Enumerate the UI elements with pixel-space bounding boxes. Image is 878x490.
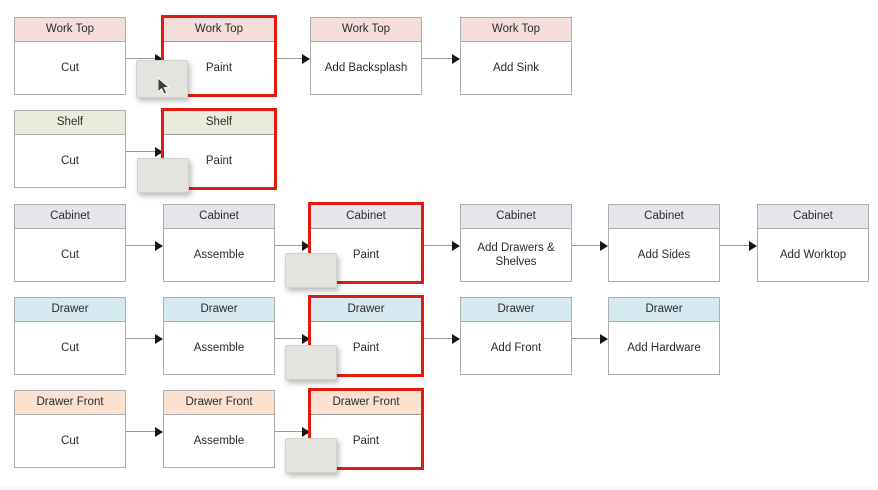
process-node-part-label: Work Top [311,18,421,42]
connector-arrow-line[interactable] [422,245,453,246]
connector-arrowhead-icon [155,147,163,157]
process-node-part-label: Drawer Front [15,391,125,415]
drag-ghost-rectangle[interactable] [285,253,337,288]
drag-ghost-rectangle[interactable] [136,60,188,98]
connector-arrowhead-icon [155,54,163,64]
connector-arrowhead-icon [600,241,608,251]
connector-arrow-line[interactable] [572,338,601,339]
connector-arrow-line[interactable] [720,245,750,246]
process-node-part-label: Drawer Front [164,391,274,415]
connector-arrowhead-icon [452,334,460,344]
process-node-operation-label: Add Worktop [758,229,868,281]
process-node-operation-label: Assemble [164,229,274,281]
connector-arrow-line[interactable] [126,151,156,152]
process-node-operation-label: Cut [15,415,125,467]
connector-arrowhead-icon [302,427,310,437]
drag-ghost-rectangle[interactable] [285,438,337,473]
process-node-part-label: Drawer [164,298,274,322]
process-node-operation-label: Cut [15,135,125,187]
connector-arrow-line[interactable] [126,58,156,59]
connector-arrowhead-icon [302,54,310,64]
connector-arrowhead-icon [452,241,460,251]
process-node-part-label: Drawer [311,298,421,322]
process-node-part-label: Cabinet [609,205,719,229]
process-node-part-label: Work Top [461,18,571,42]
connector-arrowhead-icon [155,334,163,344]
connector-arrowhead-icon [155,427,163,437]
process-node-part-label: Shelf [164,111,274,135]
process-node-operation-label: Cut [15,229,125,281]
connector-arrow-line[interactable] [126,431,156,432]
process-node-operation-label: Add Hardware [609,322,719,374]
connector-arrowhead-icon [302,334,310,344]
connector-arrow-line[interactable] [275,431,303,432]
process-node-operation-label: Add Sink [461,42,571,94]
connector-arrow-line[interactable] [422,58,453,59]
process-node-part-label: Shelf [15,111,125,135]
connector-arrow-line[interactable] [275,245,303,246]
process-node-operation-label: Add Front [461,322,571,374]
process-node-operation-label: Add Backsplash [311,42,421,94]
process-node-part-label: Work Top [164,18,274,42]
process-node-operation-label: Cut [15,322,125,374]
process-node-part-label: Cabinet [311,205,421,229]
process-node-part-label: Drawer [609,298,719,322]
process-node-part-label: Cabinet [461,205,571,229]
connector-arrow-line[interactable] [572,245,601,246]
process-node-operation-label: Assemble [164,322,274,374]
process-node-part-label: Drawer [461,298,571,322]
process-node-part-label: Work Top [15,18,125,42]
connector-arrow-line[interactable] [126,245,156,246]
process-node-operation-label: Assemble [164,415,274,467]
connector-arrowhead-icon [600,334,608,344]
connector-arrow-line[interactable] [126,338,156,339]
process-node-operation-label: Add Drawers & Shelves [461,229,571,281]
connector-arrow-line[interactable] [422,338,453,339]
process-node-operation-label: Add Sides [609,229,719,281]
connector-arrow-line[interactable] [275,58,303,59]
process-node-part-label: Cabinet [758,205,868,229]
drag-ghost-rectangle[interactable] [285,345,337,380]
process-node-part-label: Cabinet [164,205,274,229]
process-node-part-label: Cabinet [15,205,125,229]
drag-ghost-rectangle[interactable] [137,158,189,193]
frame-bottom-edge [0,486,878,490]
process-node-part-label: Drawer Front [311,391,421,415]
connector-arrow-line[interactable] [275,338,303,339]
connector-arrowhead-icon [749,241,757,251]
process-node-operation-label: Cut [15,42,125,94]
connector-arrowhead-icon [452,54,460,64]
process-node-part-label: Drawer [15,298,125,322]
connector-arrowhead-icon [155,241,163,251]
connector-arrowhead-icon [302,241,310,251]
